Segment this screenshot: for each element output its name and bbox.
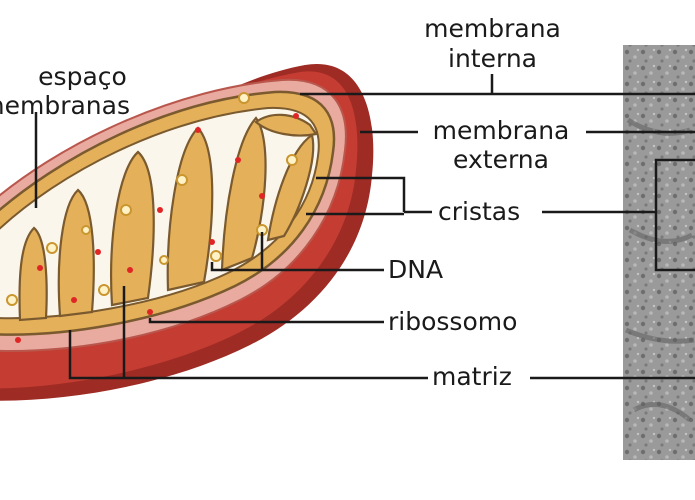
label-outer-membrane-line2: externa xyxy=(453,145,549,174)
label-intermembrane-line2: intermembranas xyxy=(0,91,130,120)
leader-dna xyxy=(210,232,384,272)
leader-cristae xyxy=(306,176,656,216)
label-ribosome: ribossomo xyxy=(388,307,518,336)
dna-granules xyxy=(6,92,298,306)
label-cristae: cristas xyxy=(438,197,521,226)
ribosome-dots xyxy=(15,113,299,343)
label-intermembrane-line1: espaço xyxy=(38,62,127,91)
micrograph-zoom-box xyxy=(654,158,695,272)
leader-inner-membrane xyxy=(300,74,695,96)
label-outer-membrane-line1: membrana xyxy=(432,116,570,145)
leader-matrix xyxy=(68,286,695,380)
label-dna: DNA xyxy=(388,255,444,284)
micrograph-panel xyxy=(623,45,695,460)
label-inner-membrane-line2: interna xyxy=(448,44,537,73)
cristae-folds xyxy=(18,113,318,322)
label-matrix: matriz xyxy=(432,362,512,391)
leader-lines xyxy=(34,74,695,380)
leader-ribosome xyxy=(148,318,384,324)
label-inner-membrane-line1: membrana xyxy=(424,14,561,43)
